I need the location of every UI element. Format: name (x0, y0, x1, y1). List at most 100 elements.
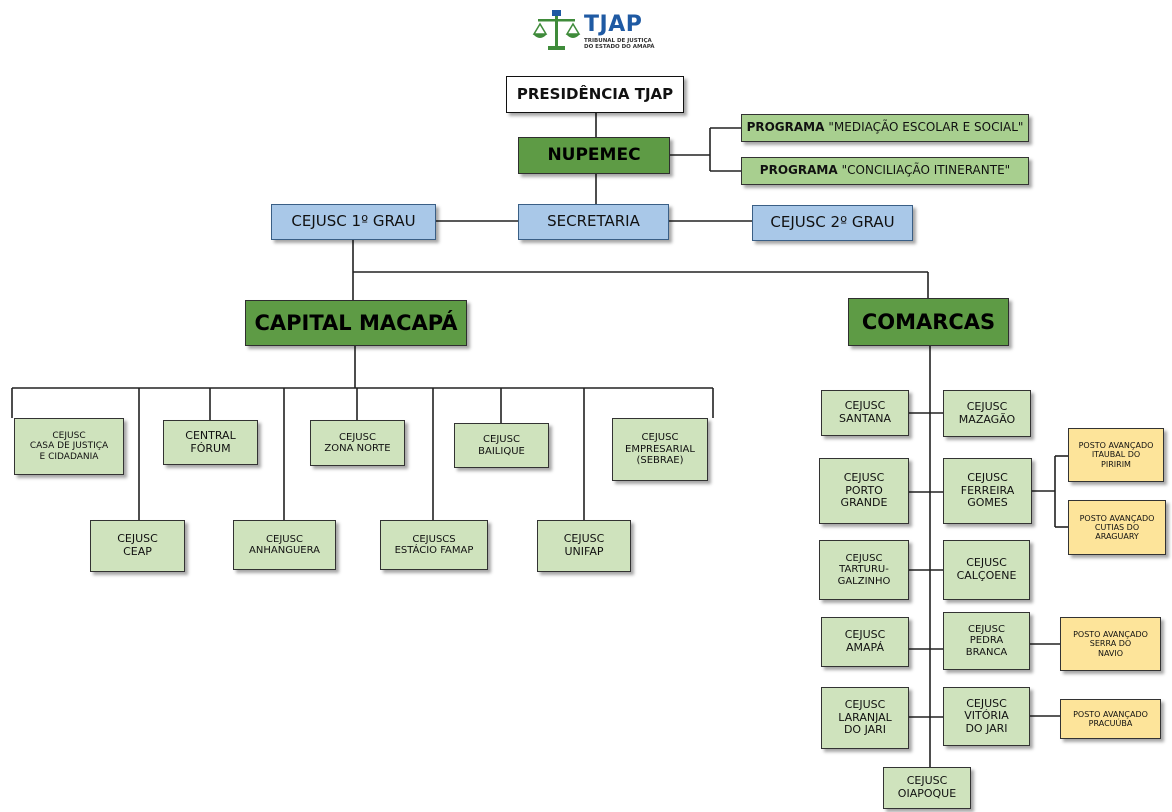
box-line: UNIFAP (564, 545, 604, 558)
cejusc-2-grau-label: CEJUSC 2º GRAU (770, 213, 895, 232)
box-line: ITAUBAL DO (1091, 450, 1141, 460)
program-conciliacao-box: PROGRAMA "CONCILIAÇÃO ITINERANTE" (741, 157, 1029, 185)
box-line: GRANDE (840, 496, 888, 510)
box-line: POSTO AVANÇADO (1079, 513, 1155, 523)
presidencia-box: PRESIDÊNCIA TJAP (506, 76, 684, 113)
cejusc-ferreira-gomes-box: CEJUSC FERREIRA GOMES (943, 458, 1032, 524)
program-mediacao-box: PROGRAMA "MEDIAÇÃO ESCOLAR E SOCIAL" (741, 114, 1029, 142)
box-line: E CIDADANIA (39, 451, 99, 462)
box-line: CEJUSC (966, 399, 1008, 413)
capital-macapa-label: CAPITAL MACAPÁ (254, 310, 458, 335)
box-line: CEJUSC (906, 774, 948, 788)
box-line: CEJUSC (844, 399, 886, 413)
box-line: GOMES (967, 496, 1008, 510)
box-line: PRACUÚBA (1088, 719, 1133, 728)
program-name: "CONCILIAÇÃO ITINERANTE" (841, 163, 1011, 178)
box-line: CEJUSC (843, 471, 885, 485)
nupemec-label: NUPEMEC (547, 144, 641, 165)
logo-title: TJAP (584, 12, 643, 37)
box-line: BAILIQUE (478, 445, 525, 457)
box-line: POSTO AVANÇADO (1073, 709, 1148, 719)
box-line: CEJUSC (844, 698, 886, 712)
cejusc-laranjal-do-jari-box: CEJUSC LARANJAL DO JARI (821, 687, 909, 749)
box-line: PIRIRIM (1101, 459, 1131, 469)
box-line: CEJUSCS (412, 533, 456, 545)
box-line: BRANCA (965, 646, 1008, 658)
program-prefix: PROGRAMA (746, 120, 825, 135)
posto-pracuuba-box: POSTO AVANÇADO PRACUÚBA (1060, 699, 1161, 739)
box-line: OIAPOQUE (897, 787, 957, 800)
box-line: CEJUSC (563, 532, 605, 546)
cejusc-amapa-box: CEJUSC AMAPÁ (821, 617, 909, 667)
cejuscs-estacio-famap-box: CEJUSCS ESTÁCIO FAMAP (380, 520, 488, 570)
presidencia-label: PRESIDÊNCIA TJAP (516, 84, 674, 103)
box-line: MAZAGÃO (958, 412, 1016, 426)
cejusc-calcoene-box: CEJUSC CALÇOENE (943, 540, 1030, 600)
cejusc-bailique-box: CEJUSC BAILIQUE (454, 423, 549, 468)
posto-serra-do-navio-box: POSTO AVANÇADO SERRA DO NAVIO (1060, 617, 1161, 671)
box-line: SERRA DO (1089, 639, 1132, 649)
box-line: FÓRUM (190, 441, 231, 455)
box-line: CEJUSC (117, 532, 158, 546)
box-line: ANHANGUERA (249, 545, 320, 556)
box-line: CALÇOENE (956, 569, 1017, 582)
box-line: CEJUSC (966, 556, 1007, 570)
cejusc-casa-justica-box: CEJUSC CASA DE JUSTIÇA E CIDADANIA (14, 418, 124, 475)
box-line: NAVIO (1097, 648, 1124, 658)
cejusc-ceap-box: CEJUSC CEAP (90, 520, 185, 572)
box-line: DO JARI (843, 723, 887, 737)
box-line: ARAGUARY (1095, 532, 1139, 542)
box-line: CEJUSC (52, 430, 86, 441)
cejusc-mazagao-box: CEJUSC MAZAGÃO (943, 390, 1031, 437)
box-line: CEJUSC (483, 434, 520, 445)
cejusc-1-grau-label: CEJUSC 1º GRAU (291, 212, 416, 231)
box-line: GALZINHO (837, 575, 891, 587)
cejusc-oiapoque-box: CEJUSC OIAPOQUE (883, 767, 971, 809)
cejusc-porto-grande-box: CEJUSC PORTO GRANDE (819, 458, 909, 524)
box-line: CEJUSC (844, 628, 886, 642)
logo-subtitle-line1: TRIBUNAL DE JUSTIÇA (584, 38, 652, 44)
secretaria-box: SECRETARIA (518, 204, 669, 240)
box-line: LARANJAL (838, 710, 892, 724)
cejusc-empresarial-box: CEJUSC EMPRESARIAL (SEBRAE) (612, 418, 708, 481)
nupemec-box: NUPEMEC (518, 137, 670, 174)
box-line: (SEBRAE) (636, 455, 684, 467)
box-line: DO JARI (965, 721, 1008, 735)
cejusc-unifap-box: CEJUSC UNIFAP (537, 520, 631, 572)
box-line: CEAP (123, 545, 152, 558)
cejusc-pedra-branca-box: CEJUSC PEDRA BRANCA (943, 612, 1030, 670)
logo-subtitle-line2: DO ESTADO DO AMAPÁ (584, 44, 655, 50)
box-line: CENTRAL (185, 428, 236, 442)
box-line: SANTANA (838, 412, 892, 425)
box-line: ZONA NORTE (324, 443, 391, 454)
posto-cutias-box: POSTO AVANÇADO CUTIAS DO ARAGUARY (1068, 500, 1166, 555)
box-line: TARTURU- (839, 564, 889, 576)
tjap-scales-logo (532, 10, 581, 50)
program-name: "MEDIAÇÃO ESCOLAR E SOCIAL" (828, 120, 1024, 135)
cejusc-1-grau-box: CEJUSC 1º GRAU (271, 204, 436, 240)
central-forum-box: CENTRAL FÓRUM (163, 420, 258, 465)
box-line: ESTÁCIO FAMAP (394, 545, 474, 556)
cejusc-vitoria-do-jari-box: CEJUSC VITÓRIA DO JARI (943, 687, 1030, 746)
box-line: CEJUSC (339, 431, 376, 443)
box-line: PEDRA (969, 635, 1004, 647)
box-line: POSTO AVANÇADO (1073, 630, 1148, 640)
box-line: CEJUSC (968, 623, 1005, 635)
box-line: AMAPÁ (846, 641, 884, 654)
box-line: CEJUSC (845, 552, 883, 564)
box-line: CASA DE JUSTIÇA (29, 441, 109, 452)
box-line: CEJUSC (967, 471, 1008, 485)
comarcas-box: COMARCAS (848, 298, 1009, 346)
box-line: CUTIAS DO (1094, 522, 1140, 532)
capital-macapa-box: CAPITAL MACAPÁ (245, 300, 467, 346)
posto-itaubal-box: POSTO AVANÇADO ITAUBAL DO PIRIRIM (1068, 428, 1164, 482)
box-line: CEJUSC (641, 432, 679, 444)
cejusc-zona-norte-box: CEJUSC ZONA NORTE (310, 420, 405, 466)
secretaria-label: SECRETARIA (547, 212, 640, 231)
box-line: POSTO AVANÇADO (1078, 441, 1154, 451)
box-line: FERREIRA (960, 483, 1015, 497)
comarcas-label: COMARCAS (861, 309, 996, 334)
box-line: PORTO (845, 483, 883, 497)
box-line: CEJUSC (266, 533, 303, 545)
cejusc-2-grau-box: CEJUSC 2º GRAU (752, 205, 913, 241)
